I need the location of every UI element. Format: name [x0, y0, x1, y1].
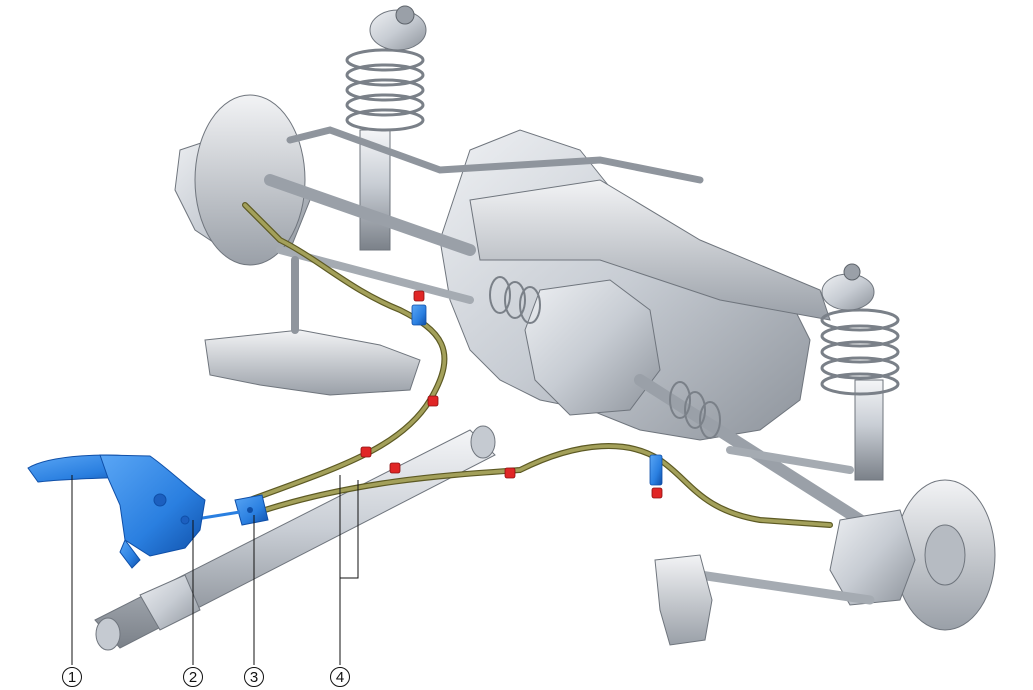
upper-link-right — [726, 446, 854, 474]
callout-2-number: 2 — [189, 669, 197, 686]
chassis-assembly — [174, 5, 996, 646]
callout-1-number: 1 — [68, 669, 76, 686]
boot-right — [669, 381, 721, 439]
callout-3-number: 3 — [250, 669, 258, 686]
stabilizer-bar — [286, 126, 704, 184]
rotor-left — [194, 94, 306, 266]
lower-bracket — [654, 554, 713, 646]
halfshaft-left — [264, 174, 476, 256]
cable-clips — [360, 290, 663, 499]
lower-arm-plate — [204, 329, 421, 396]
differential — [524, 279, 661, 416]
parking-brake-lever — [27, 454, 206, 569]
callout-1: 1 — [62, 667, 82, 687]
callout-3: 3 — [244, 667, 264, 687]
subframe-crossmember — [469, 179, 831, 321]
universal-joint — [139, 574, 201, 631]
callout-4: 4 — [330, 667, 350, 687]
callout-4-number: 4 — [336, 669, 344, 686]
equalizer — [234, 494, 269, 526]
caliper-right — [829, 509, 916, 606]
lower-link-right — [695, 570, 875, 605]
leader-lines — [71, 475, 359, 665]
hub-right — [924, 524, 966, 586]
parking-brake-cables — [242, 202, 833, 528]
strut-right — [820, 263, 900, 481]
cable-brackets — [411, 304, 663, 486]
boot-left — [489, 276, 541, 324]
callout-2: 2 — [183, 667, 203, 687]
